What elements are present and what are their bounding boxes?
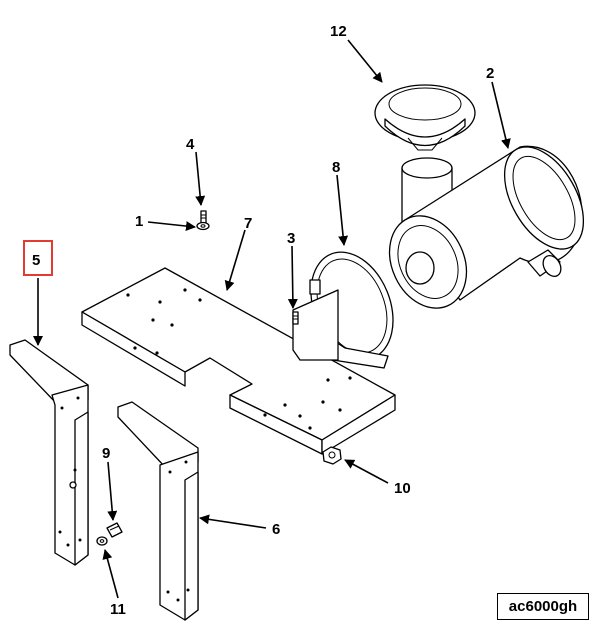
air-cleaner-body	[388, 145, 585, 309]
washer-1	[196, 221, 210, 231]
callout-3: 3	[287, 230, 295, 247]
leader-lines	[33, 39, 511, 599]
figure-id: ac6000gh	[497, 593, 589, 620]
callout-4: 4	[186, 136, 195, 153]
bolt-4	[200, 210, 207, 224]
callout-10: 10	[394, 480, 411, 497]
callout-11: 11	[110, 601, 126, 618]
air-cleaner-cap	[374, 84, 476, 151]
nut	[322, 446, 342, 465]
right-bracket	[117, 401, 199, 621]
callout-1: 1	[135, 213, 143, 230]
highlight-box	[23, 240, 53, 276]
callout-6: 6	[272, 521, 280, 538]
bolt-9	[106, 522, 123, 538]
bolt-3	[292, 311, 299, 325]
callout-7: 7	[244, 215, 252, 232]
callout-8: 8	[332, 159, 340, 176]
callout-12: 12	[330, 23, 347, 40]
washer-11	[96, 536, 108, 546]
callout-9: 9	[102, 445, 110, 462]
mounting-plate	[81, 267, 396, 455]
callout-5: 5	[32, 252, 40, 269]
left-bracket	[9, 339, 89, 566]
callout-2: 2	[486, 65, 494, 82]
